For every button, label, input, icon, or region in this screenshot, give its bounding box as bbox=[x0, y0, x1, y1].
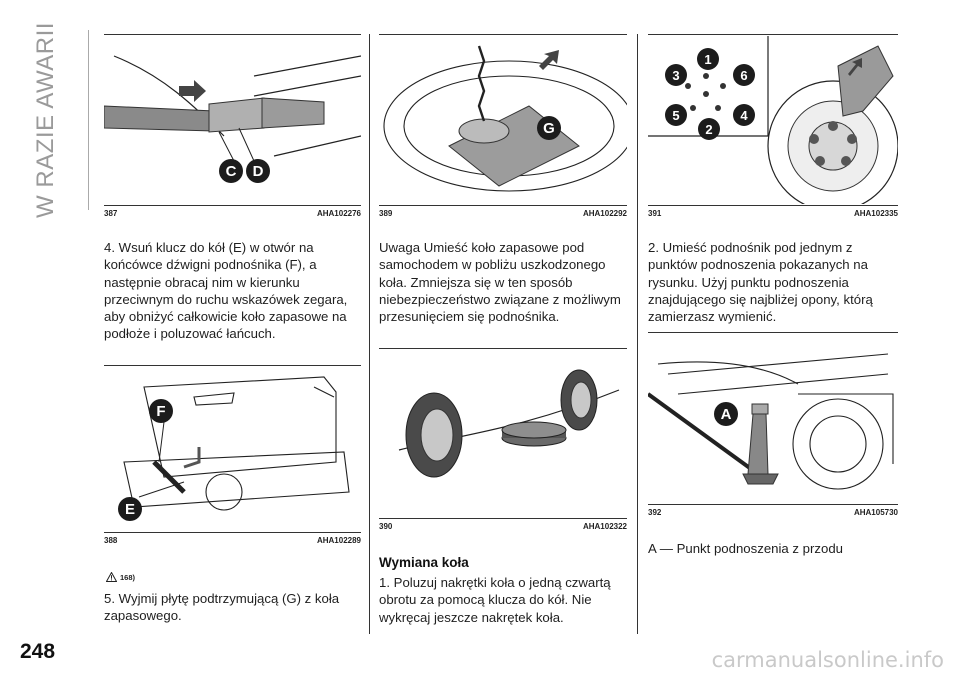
callout-4: 4 bbox=[733, 104, 755, 126]
callout-c-text: C bbox=[225, 162, 237, 180]
section-title-text: W RAZIE AWARII bbox=[32, 22, 59, 218]
figure-caption-390: 390 AHA102322 bbox=[379, 522, 627, 534]
figure-top-rule bbox=[648, 332, 898, 333]
figure-top-rule bbox=[104, 365, 361, 366]
callout-f-text: F bbox=[156, 402, 166, 420]
figure-390-drawing bbox=[398, 369, 620, 478]
figure-390 bbox=[379, 350, 627, 516]
callout-3: 3 bbox=[665, 64, 687, 86]
callout-6-text: 6 bbox=[740, 67, 748, 83]
figure-caption-389: 389 AHA102292 bbox=[379, 209, 627, 221]
watermark: carmanualsonline.info bbox=[711, 648, 944, 672]
warning-reference-text: 168) bbox=[120, 572, 136, 582]
section-title: W RAZIE AWARII bbox=[6, 22, 86, 218]
figure-code: AHA102335 bbox=[853, 209, 898, 218]
figure-391-drawing bbox=[648, 36, 898, 204]
callout-d: D bbox=[246, 159, 270, 183]
figure-391: 1 2 3 4 5 6 bbox=[648, 36, 898, 204]
callout-d-text: D bbox=[252, 162, 264, 180]
page-number: 248 bbox=[20, 640, 56, 663]
callout-e-text: E bbox=[124, 500, 135, 518]
figure-top-rule bbox=[104, 34, 361, 35]
figure-bottom-rule bbox=[648, 205, 898, 206]
callout-5: 5 bbox=[665, 104, 687, 126]
figure-389-drawing bbox=[383, 45, 627, 192]
figure-code: AHA102276 bbox=[316, 209, 361, 218]
section-title-rule bbox=[88, 30, 89, 210]
figure-387-drawing bbox=[104, 55, 361, 162]
figure-388: F E bbox=[104, 367, 361, 530]
callout-g-text: G bbox=[543, 119, 555, 137]
column-divider bbox=[637, 34, 638, 634]
figure-bottom-rule bbox=[379, 518, 627, 519]
instruction-step-4: 4. Wsuń klucz do kół (E) w otwór na końc… bbox=[104, 240, 348, 342]
callout-g: G bbox=[537, 116, 561, 140]
callout-5-text: 5 bbox=[672, 107, 680, 123]
figure-top-rule bbox=[379, 348, 627, 349]
figure-bottom-rule bbox=[104, 205, 361, 206]
callout-6: 6 bbox=[733, 64, 755, 86]
figure-number: 389 bbox=[379, 209, 393, 218]
figure-code: AHA105730 bbox=[853, 508, 898, 517]
legend-lifting-point: A — Punkt podnoszenia z przodu bbox=[648, 541, 844, 556]
callout-e: E bbox=[118, 497, 142, 521]
figure-392: A bbox=[648, 334, 898, 502]
callout-3-text: 3 bbox=[672, 67, 680, 83]
figure-bottom-rule bbox=[379, 205, 627, 206]
warning-reference: 168) bbox=[106, 572, 135, 582]
figure-code: AHA102289 bbox=[316, 536, 361, 545]
callout-a-text: A bbox=[720, 405, 732, 423]
figure-top-rule bbox=[648, 34, 898, 35]
figure-bottom-rule bbox=[104, 532, 361, 533]
figure-caption-388: 388 AHA102289 bbox=[104, 536, 361, 548]
figure-number: 387 bbox=[104, 209, 118, 218]
figure-number: 391 bbox=[648, 209, 662, 218]
callout-1-text: 1 bbox=[704, 51, 712, 67]
note-spare-wheel: Uwaga Umieść koło zapasowe pod samochode… bbox=[379, 240, 621, 325]
warning-triangle-icon bbox=[106, 572, 117, 582]
callout-4-text: 4 bbox=[740, 107, 748, 123]
instruction-step-2: 2. Umieść podnośnik pod jednym z punktów… bbox=[648, 240, 873, 325]
section-heading-wheel-change: Wymiana koła bbox=[379, 555, 469, 570]
figure-392-drawing bbox=[648, 353, 894, 490]
callout-2-text: 2 bbox=[705, 121, 713, 137]
figure-number: 392 bbox=[648, 508, 662, 517]
instruction-step-5: 5. Wyjmij płytę podtrzymującą (G) z koła… bbox=[104, 591, 340, 624]
callout-1: 1 bbox=[697, 48, 719, 70]
figure-caption-387: 387 AHA102276 bbox=[104, 209, 361, 221]
figure-bottom-rule bbox=[648, 504, 898, 505]
callout-a: A bbox=[714, 402, 738, 426]
callout-2: 2 bbox=[698, 118, 720, 140]
figure-389: G bbox=[379, 36, 627, 204]
figure-caption-392: 392 AHA105730 bbox=[648, 508, 898, 520]
figure-388-drawing bbox=[123, 376, 350, 511]
callout-c: C bbox=[219, 159, 243, 183]
callout-f: F bbox=[149, 399, 173, 423]
figure-caption-391: 391 AHA102335 bbox=[648, 209, 898, 221]
figure-top-rule bbox=[379, 34, 627, 35]
column-divider bbox=[369, 34, 370, 634]
instruction-step-1: 1. Poluzuj nakrętki koła o jedną czwartą… bbox=[379, 575, 611, 625]
figure-code: AHA102292 bbox=[582, 209, 627, 218]
figure-number: 390 bbox=[379, 522, 393, 531]
figure-number: 388 bbox=[104, 536, 118, 545]
figure-387: C D bbox=[104, 36, 361, 204]
figure-code: AHA102322 bbox=[582, 522, 627, 531]
